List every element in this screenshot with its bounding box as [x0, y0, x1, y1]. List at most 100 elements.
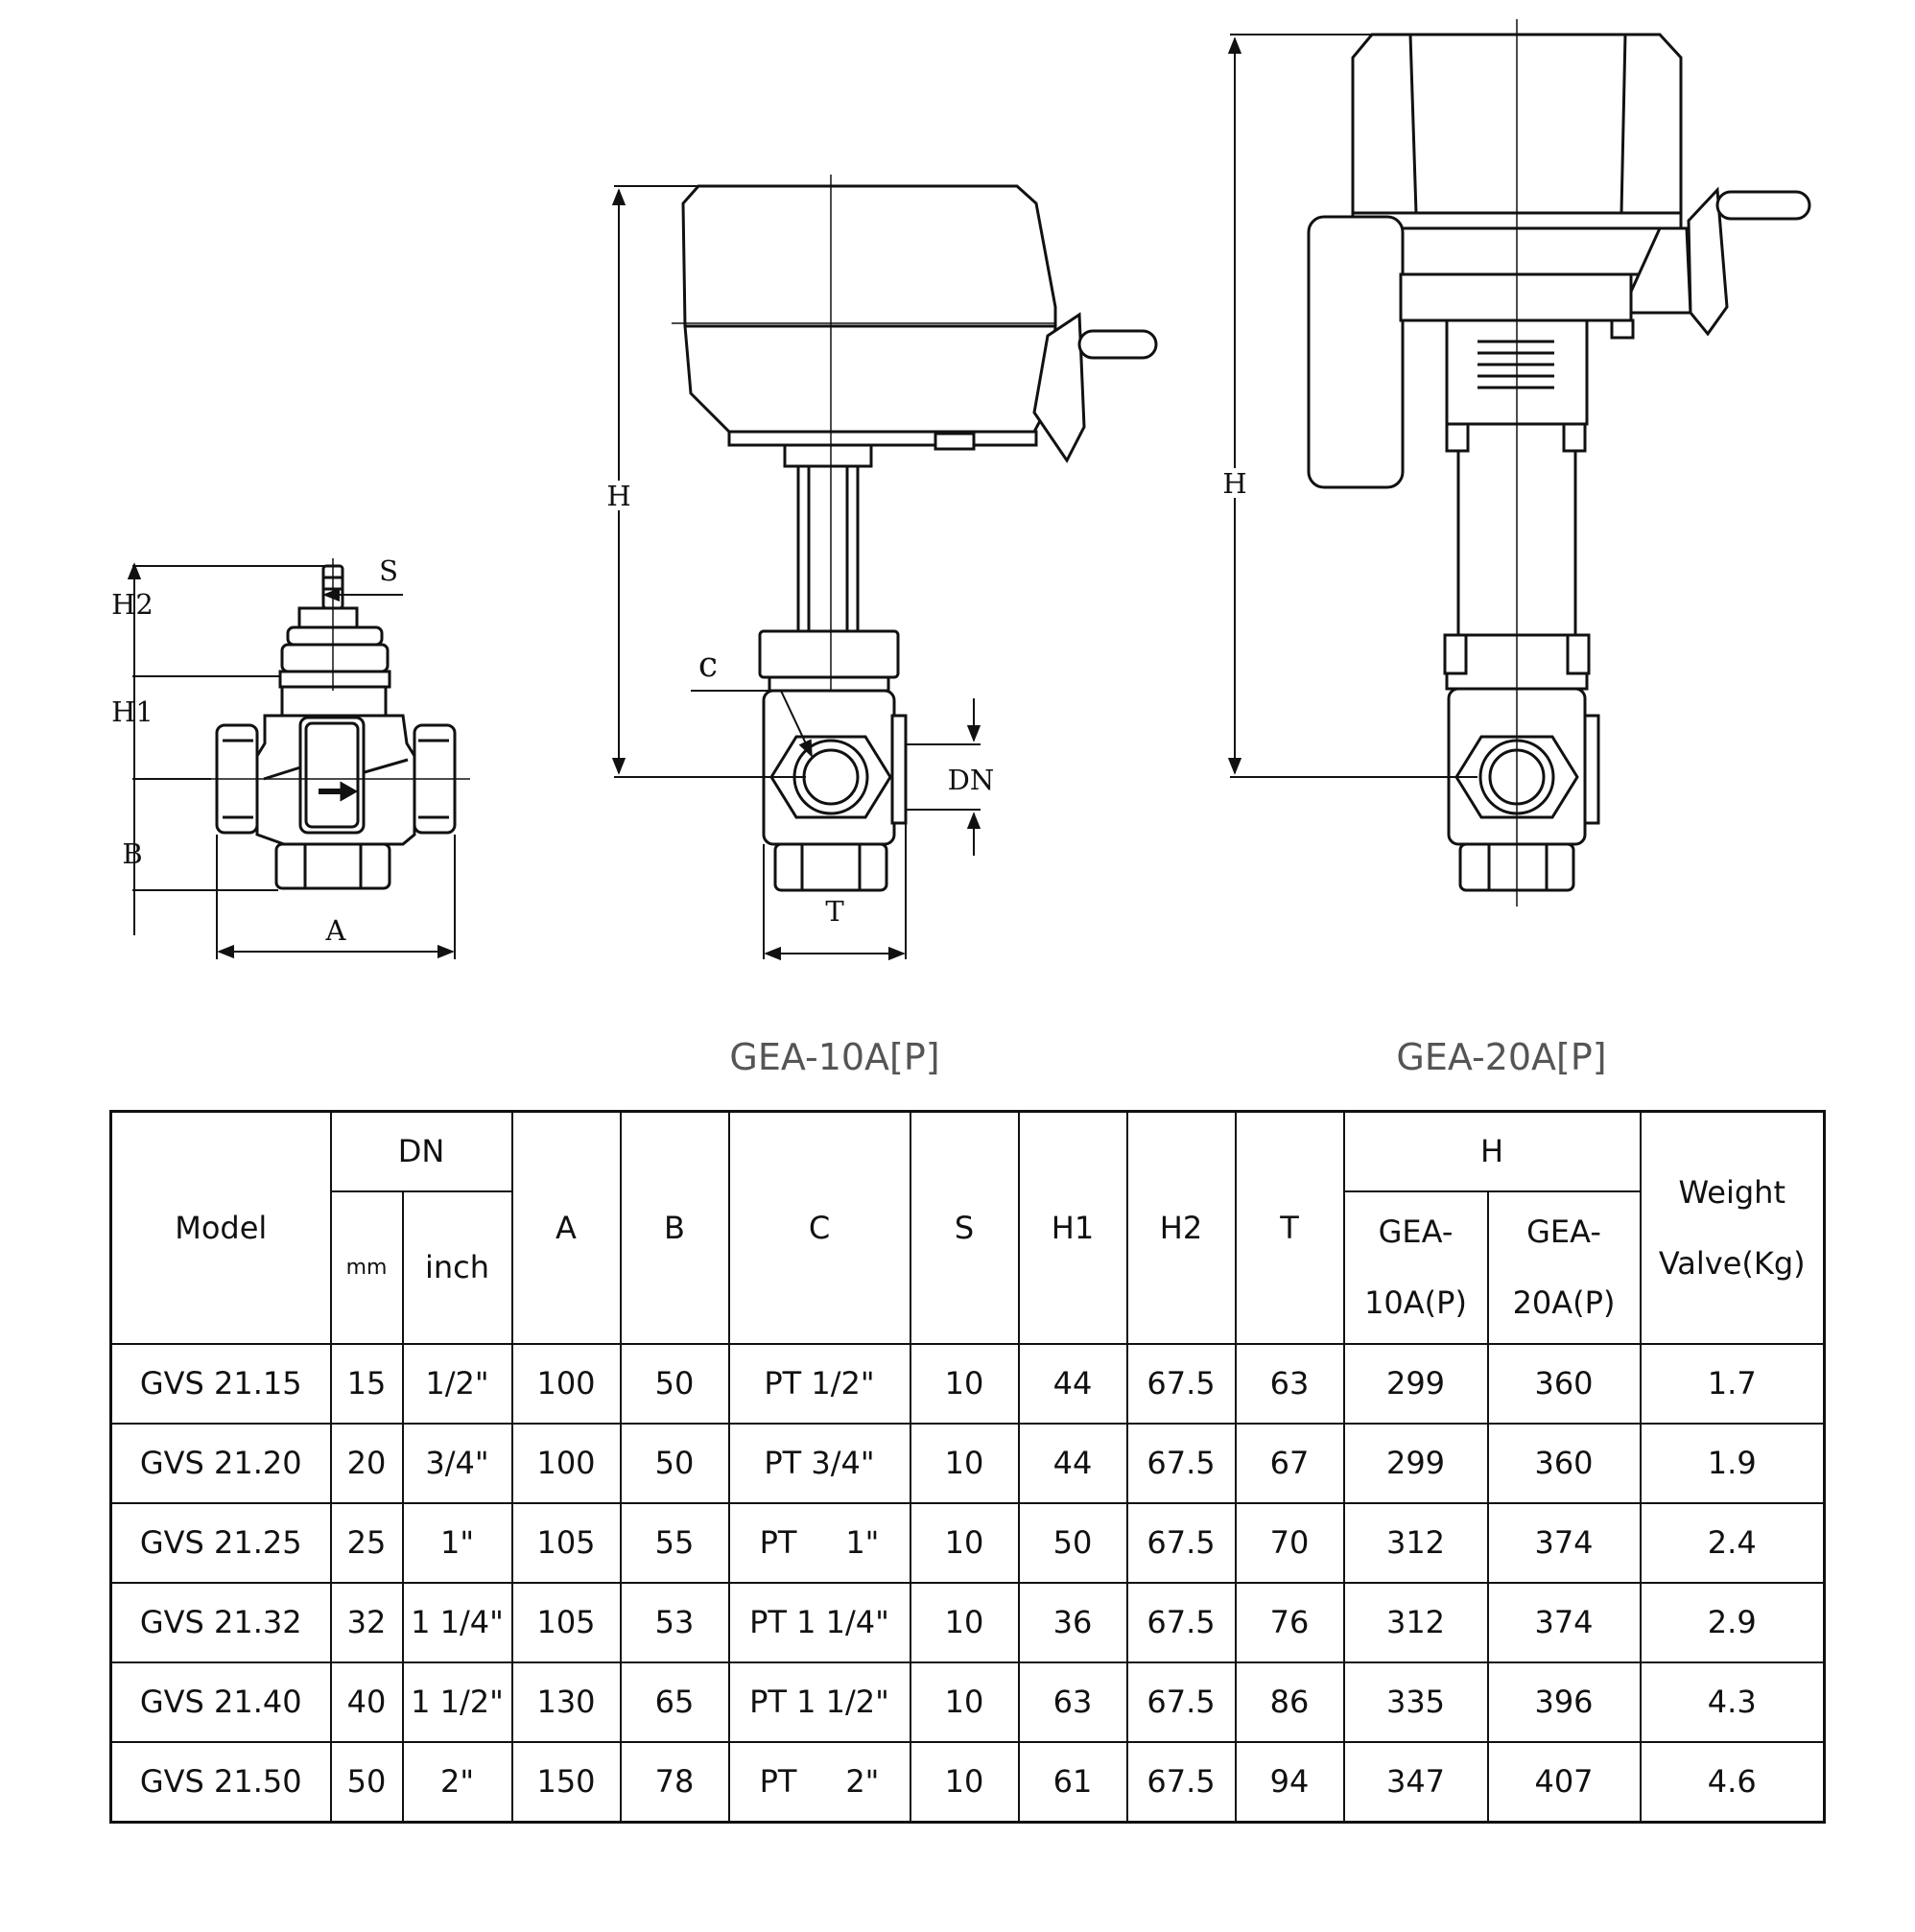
dim-label-a: A [325, 914, 347, 947]
cell-model: GVS 21.32 [109, 1581, 332, 1663]
header-weight: Weight Valve(Kg) [1639, 1110, 1826, 1345]
gea10-actuator-drawing [672, 175, 1158, 892]
spec-table: Model DN A B C S H1 H2 T H Weight Valve(… [109, 1110, 1826, 1824]
table-header-row: Model DN A B C S H1 H2 T H Weight Valve(… [109, 1110, 1826, 1345]
technical-drawing: H2 H1 B A S [111, 19, 1811, 1078]
header-weight-line2: Valve(Kg) [1658, 1244, 1806, 1282]
header-c: C [727, 1110, 911, 1345]
cell-s: 10 [909, 1740, 1020, 1823]
gea20-actuator-drawing [1307, 19, 1811, 907]
cell-a: 100 [510, 1422, 622, 1504]
cell-model: GVS 21.50 [109, 1740, 332, 1823]
cell-a: 130 [510, 1661, 622, 1743]
cell-a: 150 [510, 1740, 622, 1823]
cell-h-gea10: 347 [1342, 1740, 1489, 1823]
cell-h-gea20: 407 [1486, 1740, 1642, 1823]
cell-t: 86 [1234, 1661, 1345, 1743]
cell-h-gea10: 312 [1342, 1581, 1489, 1663]
cell-h1: 36 [1017, 1581, 1128, 1663]
header-gea10-line1: GEA- [1378, 1213, 1454, 1250]
cell-h2: 67.5 [1125, 1342, 1237, 1425]
cell-s: 10 [909, 1501, 1020, 1584]
header-h: H [1342, 1110, 1642, 1192]
dim-label-t: T [825, 895, 844, 928]
cell-s: 10 [909, 1342, 1020, 1425]
cell-model: GVS 21.20 [109, 1422, 332, 1504]
cell-mm: 15 [329, 1342, 404, 1425]
cell-h1: 44 [1017, 1422, 1128, 1504]
cell-t: 94 [1234, 1740, 1345, 1823]
cell-h2: 67.5 [1125, 1501, 1237, 1584]
cell-h-gea10: 299 [1342, 1422, 1489, 1504]
cell-h2: 67.5 [1125, 1581, 1237, 1663]
cell-h-gea10: 335 [1342, 1661, 1489, 1743]
cell-b: 78 [619, 1740, 730, 1823]
cell-weight: 1.7 [1639, 1342, 1826, 1425]
cell-c: PT 1/2" [727, 1342, 911, 1425]
cell-h2: 67.5 [1125, 1661, 1237, 1743]
header-gea20-line1: GEA- [1526, 1213, 1601, 1250]
cell-inch: 3/4" [401, 1422, 513, 1504]
cell-mm: 40 [329, 1661, 404, 1743]
dim-label-h1: H1 [111, 695, 154, 728]
table-row: GVS 21.15 15 1/2" 100 50 PT 1/2" 10 44 6… [109, 1342, 1826, 1425]
cell-h-gea20: 360 [1486, 1422, 1642, 1504]
table-row: GVS 21.25 25 1" 105 55 PT 1" 10 50 67.5 … [109, 1501, 1826, 1584]
dim-label-c: c [698, 646, 718, 685]
header-t: T [1234, 1110, 1345, 1345]
header-inch: inch [401, 1190, 513, 1345]
cell-model: GVS 21.40 [109, 1661, 332, 1743]
dim-label-b: B [122, 837, 142, 870]
cell-inch: 1/2" [401, 1342, 513, 1425]
cell-t: 70 [1234, 1501, 1345, 1584]
cell-h1: 50 [1017, 1501, 1128, 1584]
cell-h-gea20: 374 [1486, 1501, 1642, 1584]
valve-dimension-lines [127, 562, 456, 959]
table-row: GVS 21.40 40 1 1/2" 130 65 PT 1 1/2" 10 … [109, 1661, 1826, 1743]
table-subheader-row: mm inch GEA- 10A(P) GEA- 20A(P) [111, 1190, 1825, 1345]
header-gea20: GEA- 20A(P) [1486, 1190, 1642, 1345]
cell-c: PT 3/4" [727, 1422, 911, 1504]
table-row: GVS 21.32 32 1 1/4" 105 53 PT 1 1/4" 10 … [109, 1581, 1826, 1663]
header-weight-line1: Weight [1678, 1173, 1785, 1211]
cell-inch: 2" [401, 1740, 513, 1823]
gea20-dimension-lines [1227, 34, 1478, 778]
header-gea10-line2: 10A(P) [1364, 1284, 1467, 1321]
cell-c: PT 2" [727, 1740, 911, 1823]
dim-label-h-gea20: H [1222, 467, 1246, 500]
header-dn: DN [329, 1110, 513, 1192]
dim-label-dn: DN [948, 764, 995, 796]
cell-a: 100 [510, 1342, 622, 1425]
cell-s: 10 [909, 1422, 1020, 1504]
gea10-dimension-lines [611, 185, 981, 961]
header-h2: H2 [1125, 1110, 1237, 1345]
valve-body-drawing [201, 558, 470, 890]
cell-s: 10 [909, 1661, 1020, 1743]
cell-model: GVS 21.15 [109, 1342, 332, 1425]
cell-s: 10 [909, 1581, 1020, 1663]
cell-h2: 67.5 [1125, 1740, 1237, 1823]
dim-label-h2: H2 [111, 588, 154, 621]
cell-b: 55 [619, 1501, 730, 1584]
cell-mm: 25 [329, 1501, 404, 1584]
cell-inch: 1 1/2" [401, 1661, 513, 1743]
cell-mm: 50 [329, 1740, 404, 1823]
cell-h-gea20: 396 [1486, 1661, 1642, 1743]
cell-t: 67 [1234, 1422, 1345, 1504]
cell-model: GVS 21.25 [109, 1501, 332, 1584]
cell-weight: 4.6 [1639, 1740, 1826, 1823]
cell-weight: 4.3 [1639, 1661, 1826, 1743]
cell-a: 105 [510, 1501, 622, 1584]
table-row: GVS 21.50 50 2" 150 78 PT 2" 10 61 67.5 … [109, 1740, 1826, 1823]
cell-inch: 1 1/4" [401, 1581, 513, 1663]
dim-label-h-gea10: H [606, 480, 630, 512]
cell-weight: 2.4 [1639, 1501, 1826, 1584]
cell-b: 50 [619, 1422, 730, 1504]
cell-h1: 44 [1017, 1342, 1128, 1425]
dim-label-s: S [379, 554, 398, 587]
cell-b: 65 [619, 1661, 730, 1743]
header-gea20-line2: 20A(P) [1512, 1284, 1616, 1321]
header-model: Model [109, 1110, 332, 1345]
cell-h-gea20: 360 [1486, 1342, 1642, 1425]
caption-gea10: GEA-10A[P] [729, 1036, 939, 1078]
